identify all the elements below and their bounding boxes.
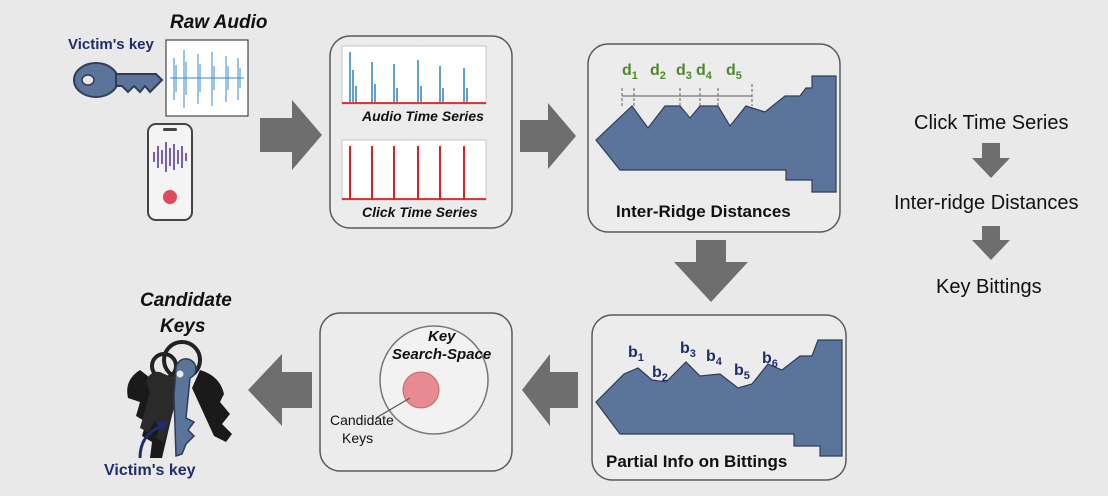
candidate-keys-small-line2: Keys (342, 430, 374, 446)
bitting-sub: 5 (743, 370, 750, 383)
key-blade-bittings (595, 339, 843, 457)
candidate-keys-circle (402, 371, 440, 409)
bitting-label-5: b5 (734, 362, 750, 382)
flow-arrow-2 (520, 103, 576, 169)
bitting-letter: b (762, 350, 772, 367)
distance-label-2: d2 (650, 62, 666, 82)
bitting-label-3: b3 (680, 340, 696, 360)
legend-arrow-2 (972, 226, 1010, 260)
victims-key-label: Victim's key (68, 36, 154, 53)
distance-sub: 1 (631, 70, 638, 83)
distance-label-3: d3 (676, 62, 692, 82)
audio-time-series-box (341, 45, 487, 105)
curved-arrow-head (156, 422, 168, 432)
candidate-keys-pointer (375, 397, 411, 419)
key-search-space-line1: Key (428, 328, 456, 345)
raw-audio-label: Raw Audio (170, 12, 268, 33)
bitting-label-4: b4 (706, 348, 722, 368)
flow-arrow-3 (674, 240, 748, 302)
candidate-keys-big-line2: Keys (160, 316, 206, 337)
flow-arrow-5 (248, 354, 312, 426)
candidate-keys-small-line1: Candidate (330, 412, 394, 428)
bitting-label-6: b6 (762, 350, 778, 370)
distance-letter: d (650, 62, 660, 79)
bitting-sub: 2 (661, 372, 668, 385)
raw-audio-waveform (170, 50, 244, 108)
distance-label-5: d5 (726, 62, 742, 82)
bitting-label-1: b1 (628, 344, 644, 364)
record-button-icon (163, 190, 177, 204)
distance-sub: 4 (705, 70, 712, 83)
inter-ridge-distances-label: Inter-Ridge Distances (616, 202, 791, 221)
keyring-icon (127, 340, 232, 458)
candidate-keys-big-line1: Candidate (140, 290, 232, 311)
audio-time-series-label: Audio Time Series (362, 108, 484, 124)
key-search-space-line2: Search-Space (392, 346, 492, 363)
distance-letter: d (726, 62, 736, 79)
legend-step3: Key Bittings (936, 276, 1042, 298)
distance-letter: d (676, 62, 686, 79)
click-time-series-panel-label: Click Time Series (362, 204, 478, 220)
bitting-letter: b (680, 340, 690, 357)
bitting-sub: 3 (689, 348, 696, 361)
flow-arrow-1 (260, 100, 322, 170)
bitting-sub: 4 (715, 356, 722, 369)
curved-arrow-icon (138, 424, 163, 459)
bitting-label-2: b2 (652, 364, 668, 384)
legend-arrow-1 (972, 143, 1010, 178)
bitting-letter: b (706, 348, 716, 365)
legend-step1: Click Time Series (914, 112, 1069, 134)
bitting-letter: b (652, 364, 662, 381)
legend-step2: Inter-ridge Distances (894, 192, 1079, 214)
bitting-sub: 1 (637, 352, 644, 365)
flow-arrow-4 (522, 354, 578, 426)
distance-letter: d (696, 62, 706, 79)
click-time-series-box (341, 139, 487, 201)
bitting-letter: b (628, 344, 638, 361)
victims-key-bottom-label: Victim's key (104, 462, 196, 479)
click-time-series-plot (349, 146, 465, 200)
distance-sub: 2 (659, 70, 666, 83)
bitting-sub: 6 (771, 358, 778, 371)
partial-info-label: Partial Info on Bittings (606, 452, 788, 471)
key-icon (73, 62, 164, 98)
distance-label-4: d4 (696, 62, 712, 82)
distance-sub: 5 (735, 70, 742, 83)
distance-label-1: d1 (622, 62, 638, 82)
key-blade-ridges (595, 75, 837, 193)
bitting-letter: b (734, 362, 744, 379)
distance-markers (621, 84, 753, 106)
phone-icon (147, 123, 193, 221)
distance-sub: 3 (685, 70, 692, 83)
distance-letter: d (622, 62, 632, 79)
audio-time-series-plot (349, 52, 468, 102)
